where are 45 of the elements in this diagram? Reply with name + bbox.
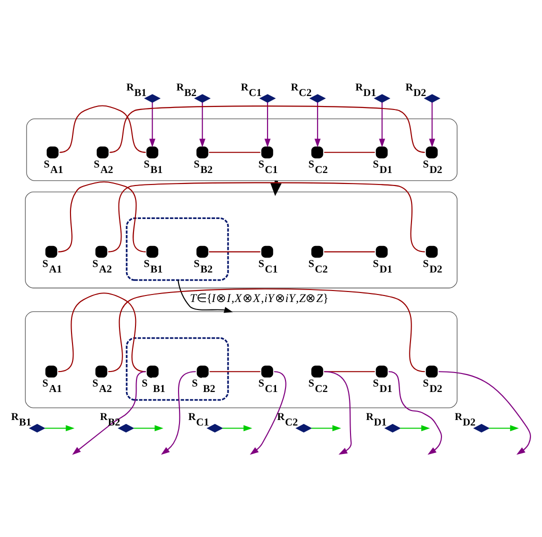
cluster (26, 118, 458, 182)
arrow (264, 102, 271, 148)
arrow (178, 280, 233, 313)
arrow (489, 425, 519, 432)
arrow (44, 425, 74, 432)
node-diamond (144, 94, 161, 103)
arrow (429, 102, 436, 148)
connector (208, 152, 260, 153)
arrow (250, 371, 286, 455)
arrow (222, 425, 252, 432)
connector (208, 251, 260, 252)
arrow (311, 425, 342, 432)
node-diamond (384, 424, 401, 433)
arrow (400, 425, 430, 432)
connector (210, 371, 260, 372)
arrow (324, 371, 352, 455)
node-diamond (28, 424, 46, 433)
node-diamond (118, 424, 134, 433)
node-diamond (374, 94, 390, 103)
arrow (134, 425, 164, 432)
node-diamond (424, 94, 440, 103)
node-diamond (473, 424, 490, 433)
arrow (199, 102, 206, 148)
node-diamond (194, 94, 211, 103)
arrow (72, 371, 146, 455)
connector (324, 251, 375, 252)
cluster (126, 337, 229, 401)
connector (108, 288, 425, 372)
connector (108, 182, 425, 252)
arrow (149, 102, 156, 148)
edge-label: T∈{I⊗I,X⊗X,iY⊗iY,Z⊗Z} (190, 291, 329, 306)
arrow (388, 371, 442, 455)
connector (58, 181, 146, 252)
arrow (161, 371, 196, 455)
arrow (314, 102, 321, 148)
connector (59, 105, 146, 153)
arrow (379, 102, 386, 148)
connector (324, 152, 375, 153)
node-diamond (206, 424, 224, 433)
cluster (24, 192, 458, 288)
arrow (438, 371, 531, 455)
cluster (24, 311, 458, 408)
connector (109, 106, 425, 153)
cluster (126, 217, 229, 281)
connector (58, 292, 146, 372)
